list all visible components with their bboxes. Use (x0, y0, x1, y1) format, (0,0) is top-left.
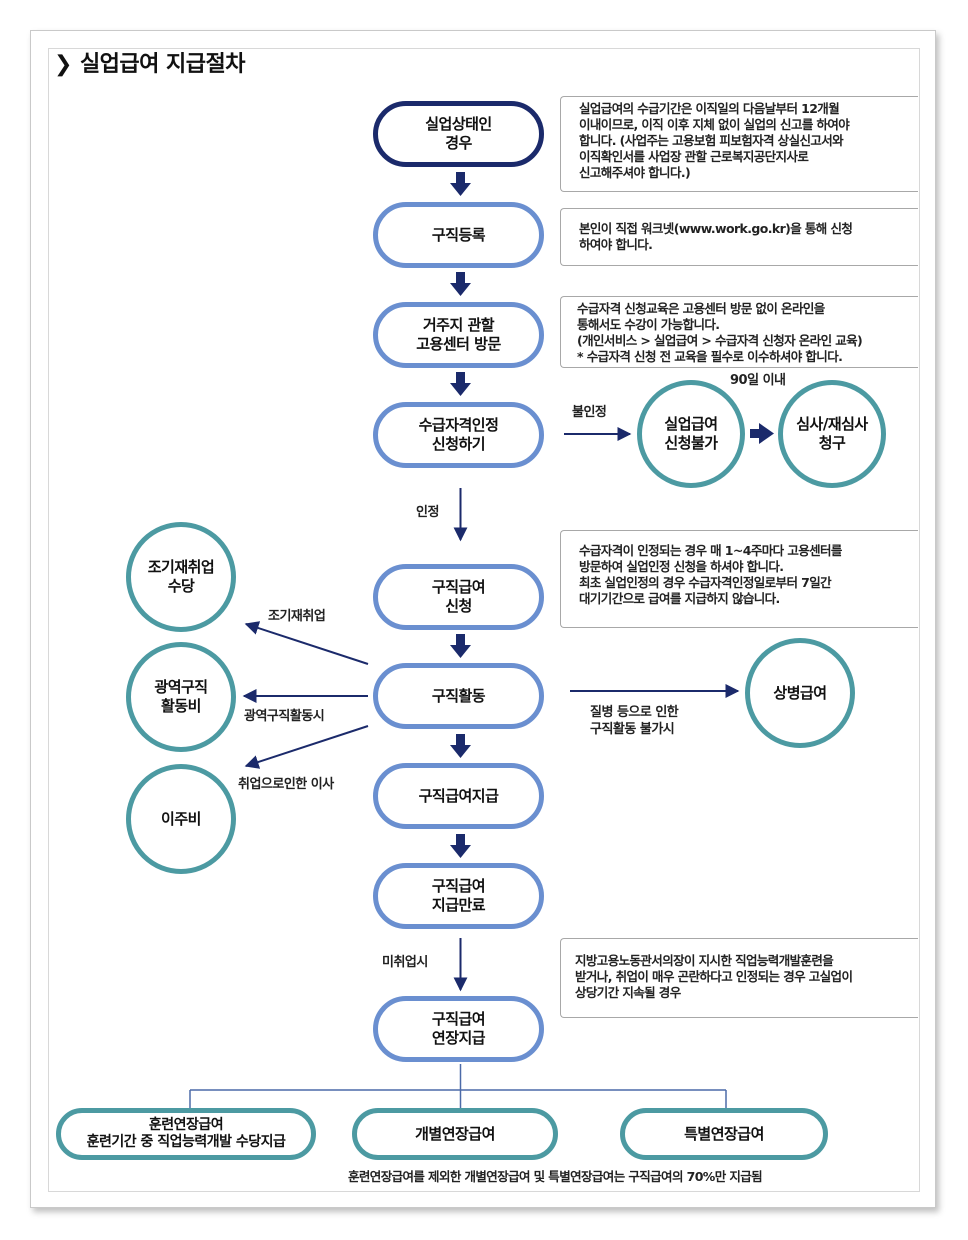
arrow-apply-to-search (450, 634, 471, 658)
arrow-to-review (750, 423, 774, 444)
diagram-inner-border (48, 48, 920, 1192)
ext-individual: 개별연장급여 (352, 1108, 558, 1160)
page-title: ❯ 실업급여 지급절차 (54, 46, 246, 78)
label-approved: 인정 (416, 505, 439, 520)
label-relocation: 취업으로인한 이사 (238, 777, 334, 792)
footnote: 훈련연장급여를 제외한 개별연장급여 및 특별연장급여는 구직급여의 70%만 … (348, 1169, 763, 1184)
arrow-search-to-payment (450, 734, 471, 758)
label-unemployed-yet: 미취업시 (382, 955, 428, 970)
step-unemployed: 실업상태인 경우 (373, 101, 544, 167)
note-register-online: 본인이 직접 워크넷(www.work.go.kr)을 통해 신청 하여야 합니… (560, 208, 918, 266)
note-unemployment-report: 실업급여의 수급기간은 이직일의 다음날부터 12개월 이내이므로, 이직 이후… (560, 96, 918, 192)
step-apply-benefit: 구직급여 신청 (373, 564, 544, 630)
down-arrows (450, 172, 471, 858)
title-text: 실업급여 지급절차 (79, 52, 246, 77)
label-not-approved: 불인정 (572, 405, 607, 420)
step-extension: 구직급여 연장지급 (373, 996, 544, 1062)
circle-relocation: 이주비 (126, 764, 236, 874)
ext-special: 특별연장급여 (620, 1108, 828, 1160)
label-within-90-days: 90일 이내 (730, 373, 786, 388)
arrow-register-to-visit (450, 272, 471, 296)
arrow-relocation (244, 725, 369, 769)
label-sickness: 질병 등으로 인한 구직활동 불가시 (590, 705, 679, 737)
label-wide-area: 광역구직활동시 (244, 709, 325, 724)
label-early-reemploy: 조기재취업 (268, 609, 326, 624)
circle-wide-area: 광역구직 활동비 (126, 642, 236, 752)
step-apply-qualification: 수급자격인정 신청하기 (373, 402, 544, 468)
step-job-search: 구직활동 (373, 663, 544, 729)
arrow-visit-to-apply (450, 372, 471, 396)
arrow-unemployed-to-register (450, 172, 471, 196)
note-training-online: 수급자격 신청교육은 고용센터 방문 없이 온라인을 통해서도 수강이 가능합니… (560, 296, 918, 368)
step-payment-end: 구직급여 지급만료 (373, 863, 544, 929)
circle-early-reemploy: 조기재취업 수당 (126, 522, 236, 632)
chevron-right-icon: ❯ (54, 52, 72, 77)
step-visit: 거주지 관할 고용센터 방문 (373, 302, 544, 368)
step-payment: 구직급여지급 (373, 763, 544, 829)
note-recognition: 수급자격이 인정되는 경우 매 1~4주마다 고용센터를 방문하여 실업인정 신… (560, 530, 918, 628)
note-extension: 지방고용노동관서의장이 지시한 직업능력개발훈련을 받거나, 취업이 매우 곤란… (560, 938, 918, 1018)
circle-not-eligible: 실업급여 신청불가 (637, 380, 745, 488)
arrow-early-reemploy (244, 621, 369, 665)
extension-bracket (189, 1064, 727, 1108)
circle-sickness: 상병급여 (745, 638, 855, 748)
step-register: 구직등록 (373, 202, 544, 268)
circle-review: 심사/재심사 청구 (778, 380, 886, 488)
ext-training: 훈련연장급여 훈련기간 중 직업능력개발 수당지급 (56, 1108, 316, 1160)
arrow-payment-to-end (450, 834, 471, 858)
